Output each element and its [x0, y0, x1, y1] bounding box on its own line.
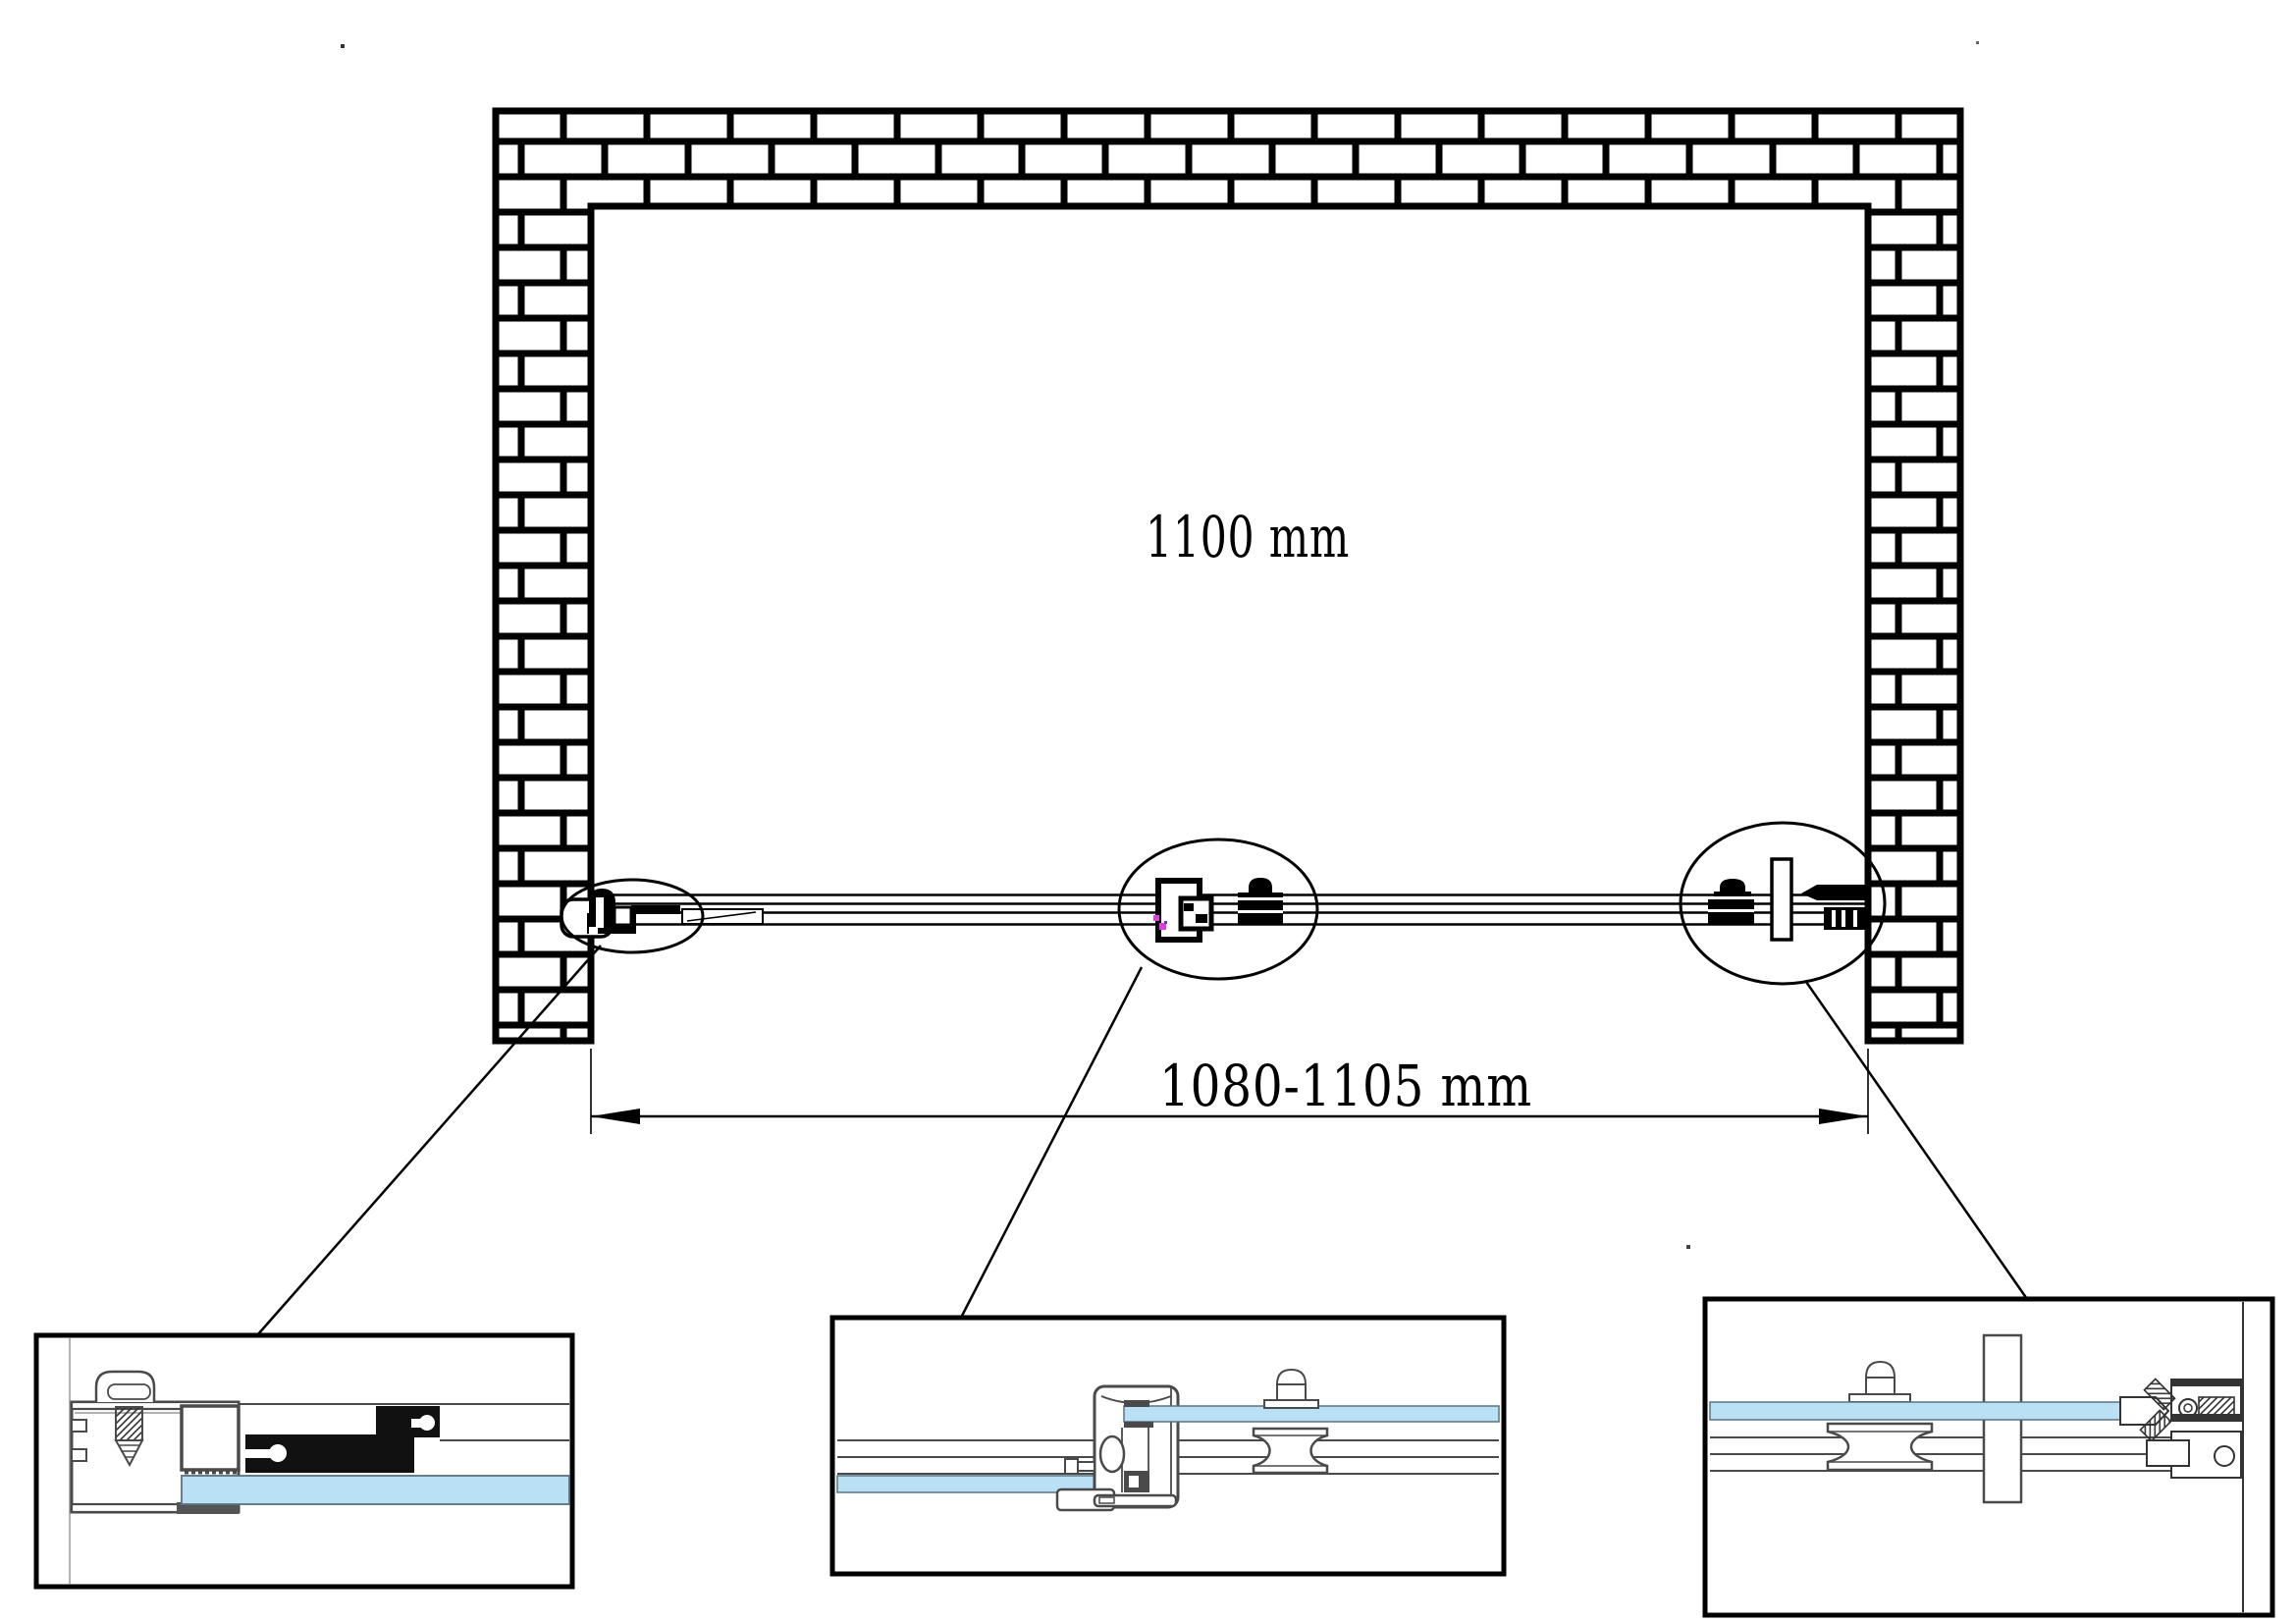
sleeve-tick	[686, 911, 757, 922]
roller-flange-lines	[1254, 1434, 1327, 1467]
roller-screw-dome	[1864, 1360, 1896, 1379]
main-plan-view: 1080-1105 mm 1100 mm	[256, 41, 2029, 1336]
roller-top-plate	[1263, 1399, 1319, 1409]
rail-lines	[591, 893, 1868, 926]
roller-groove	[1238, 910, 1283, 913]
adjustable-profile	[241, 1406, 440, 1473]
screw-threads	[118, 1444, 140, 1458]
adjust-screw-shank	[1077, 1461, 1095, 1472]
callout-ellipse-center	[1117, 838, 1319, 981]
profile-bottom-flange	[70, 1502, 182, 1514]
roller-wheel	[1826, 1422, 1934, 1472]
connector-detail	[1184, 903, 1194, 911]
glass-panel-section	[181, 1475, 570, 1505]
roller-top-plate	[1848, 1393, 1911, 1403]
clamp-slit	[1832, 910, 1836, 927]
roller-section	[1826, 1360, 1934, 1472]
screw-boss	[269, 1444, 287, 1462]
detail-box-left	[33, 1332, 575, 1590]
mount-profile-top	[2171, 1380, 2241, 1386]
z-profile-body	[245, 1406, 440, 1473]
glass-panel-section	[1709, 1401, 2144, 1421]
extension-lines	[590, 1049, 1869, 1134]
upper-glass-clamp	[1124, 1422, 1153, 1428]
clamp-slit	[1842, 910, 1845, 927]
stray-dot	[1976, 41, 1979, 44]
connector-detail	[1196, 914, 1207, 923]
callout-ellipse-left	[560, 878, 705, 954]
screw-head-inner	[107, 1383, 151, 1400]
clamp-slit	[1129, 1476, 1139, 1488]
magenta-marker	[1159, 923, 1166, 930]
pivot-pin-center	[2183, 1403, 2193, 1413]
anchor-notch	[589, 927, 598, 934]
leader-line-left	[256, 945, 602, 1336]
wall-clamp-block	[1824, 907, 1868, 930]
magenta-marker	[1153, 915, 1159, 921]
mount-block-notch	[2146, 1439, 2190, 1467]
roller-plate	[1238, 893, 1283, 897]
door-rail-assembly	[560, 857, 1868, 943]
profile-foot-block	[177, 1502, 239, 1514]
profile-notch	[71, 1448, 87, 1462]
roller-flange-lines	[1828, 1431, 1932, 1463]
roller-screw-dome	[1275, 1368, 1308, 1385]
arrowhead-right	[1819, 1109, 1868, 1124]
roller-screw-neck	[1276, 1383, 1307, 1401]
profile-notch	[71, 1419, 87, 1433]
boss-mouth	[411, 1419, 428, 1428]
roller-screw-head	[1249, 878, 1272, 895]
detail-box-right	[1702, 1296, 2275, 1618]
fixing-screw	[94, 1370, 156, 1468]
arrowhead-left	[591, 1109, 640, 1124]
detail-box-center	[829, 1315, 1507, 1577]
clamp-screw-icon	[2143, 1378, 2176, 1411]
upper-glass-clamp	[1124, 1400, 1149, 1407]
center-connector	[1153, 878, 1283, 943]
panel-connector-section	[1055, 1384, 1180, 1512]
anchor-slot	[596, 897, 604, 928]
screw-shank	[115, 1406, 143, 1441]
screw-tip	[114, 1439, 144, 1468]
roller-wheel	[1252, 1427, 1329, 1475]
roller-section	[1252, 1368, 1329, 1475]
leader-line-center	[959, 966, 1144, 1319]
rail-section-lines	[1710, 1436, 2171, 1472]
roller-plate	[1714, 892, 1751, 896]
link-bar	[631, 905, 680, 914]
roller-screw-head	[1720, 879, 1745, 895]
wall-clamp-arm	[1801, 885, 1868, 900]
glass-holder-bar	[1770, 857, 1793, 942]
brick-wall	[492, 107, 1964, 1045]
pivot-hub	[1098, 1434, 1126, 1474]
roller-groove	[1708, 909, 1754, 912]
right-roller-assembly	[1708, 857, 1868, 942]
connector-inner-block	[1178, 895, 1214, 932]
mount-hole	[2214, 1445, 2235, 1467]
clamp-screw-icon	[2139, 1409, 2172, 1442]
adapter-pocket	[180, 1404, 240, 1472]
roller-screw-neck	[1865, 1377, 1896, 1395]
adjuster-block	[613, 905, 633, 927]
boss-mouth	[241, 1449, 271, 1458]
leader-line-right	[1804, 981, 2029, 1300]
purple-marker	[1164, 921, 1167, 924]
label-adjustable-width: 1080-1105 mm	[1159, 1053, 1532, 1119]
adjust-screw-head	[1064, 1458, 1079, 1475]
plate-detail	[1098, 1496, 1115, 1504]
wall-fitting-section	[2119, 1378, 2242, 1479]
stray-dot	[1686, 1245, 1690, 1249]
callout-ellipse-right	[1679, 821, 1887, 986]
stray-dot	[341, 44, 345, 48]
dimension-adjustable-width: 1080-1105 mm	[590, 1049, 1869, 1134]
label-opening-width: 1100 mm	[1146, 504, 1350, 570]
mount-profile-bottom	[2171, 1414, 2241, 1421]
clamp-slit	[1853, 910, 1857, 927]
